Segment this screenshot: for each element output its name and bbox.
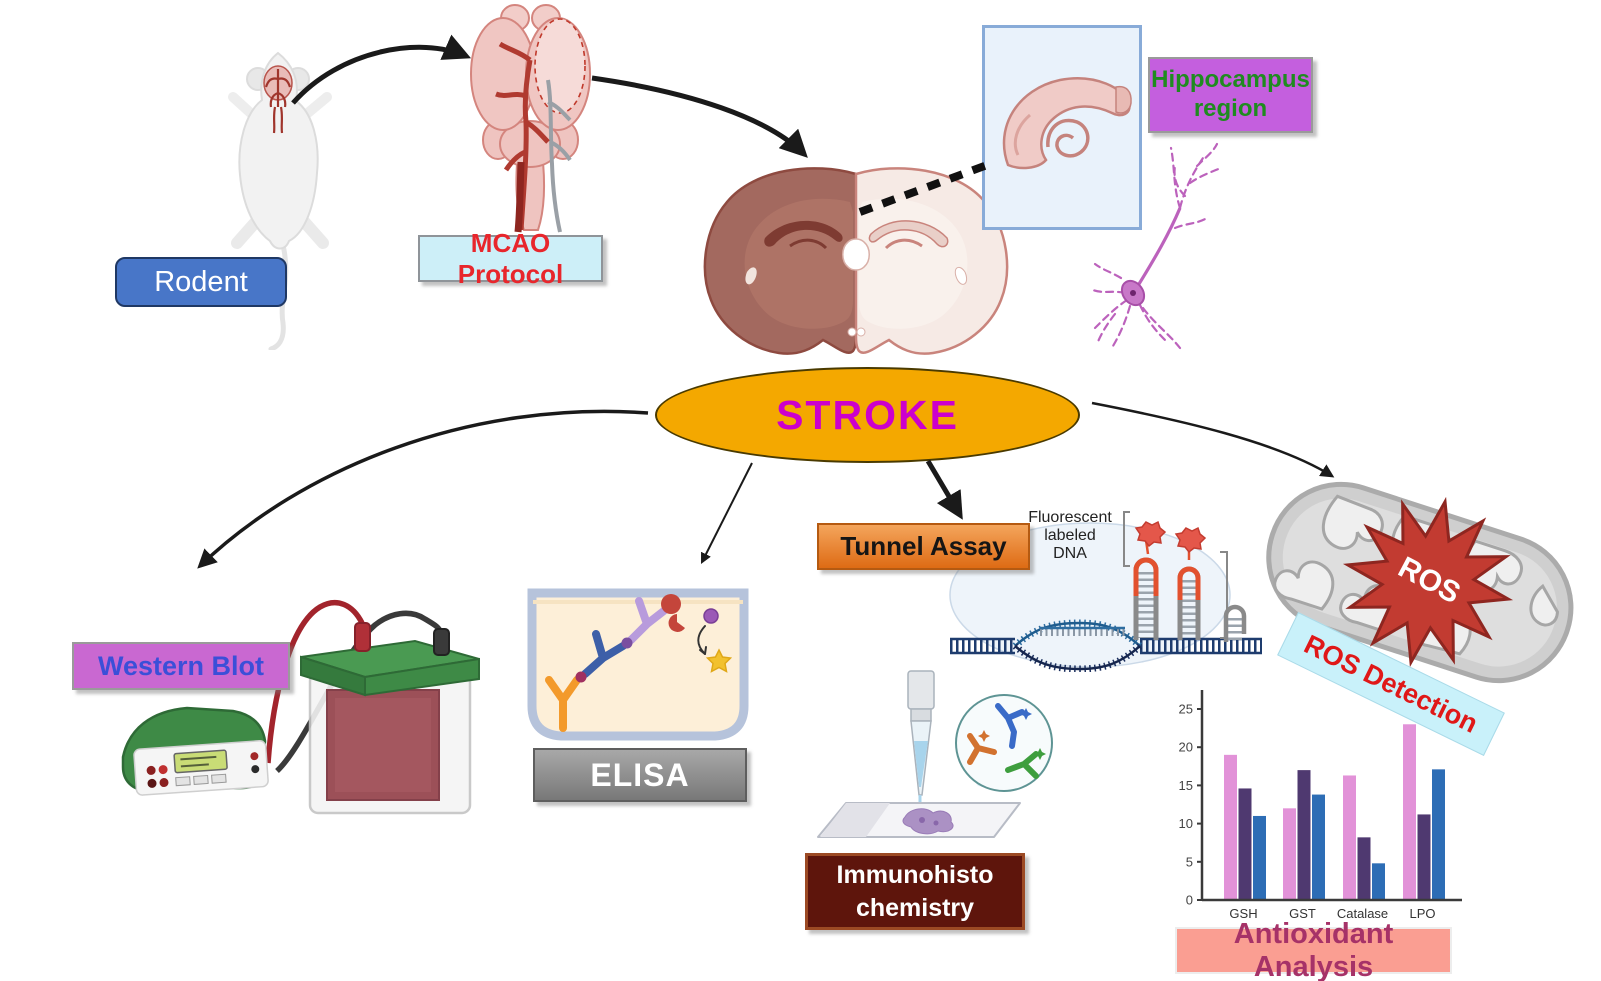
stroke-node: STROKE [655,367,1080,463]
x-tick-label: LPO [1409,906,1435,921]
bar-GST-blue [1312,794,1325,900]
slide-illustration [817,802,1021,838]
coronal-section-illustration [703,167,1009,355]
hippocampus-illustration [1002,77,1132,170]
y-tick-label: 5 [1186,854,1193,869]
x-tick-label: GST [1289,906,1316,921]
bar-GST-pink [1283,808,1296,900]
elisa-illustration [527,588,749,741]
antibody-circle-illustration [955,694,1053,792]
arrow-stroke-to-elisa [701,462,753,564]
elisa-label: ELISA [533,748,747,802]
bar-LPO-dark-purple [1417,814,1431,900]
y-tick-label: 25 [1179,702,1193,717]
mcao-protocol-label: MCAO Protocol [418,228,603,289]
rodent-label: Rodent [115,257,287,307]
hippocampus-region-label: Hippocampus region [1148,57,1313,133]
fluorescent-dna-caption: Fluorescent labeled DNA [1028,509,1112,562]
bar-GSH-blue [1253,815,1266,900]
y-tick-label: 15 [1179,778,1193,793]
bar-Catalase-dark-purple [1357,837,1371,900]
bar-GST-dark-purple [1297,770,1311,900]
bar-LPO-pink [1403,724,1416,900]
bar-Catalase-pink [1343,775,1356,900]
western-blot-label: Western Blot [72,642,290,690]
western-blot-illustration [121,600,480,815]
pipette-illustration [907,670,935,807]
antioxidant-chart: GSH GST Catalase LPO 0 5 10 15 20 25 [1179,690,1462,921]
arrow-stroke-to-westernblot [197,409,649,569]
bar-LPO-blue [1432,769,1445,900]
neuron-illustration [1091,142,1223,350]
y-tick-label: 10 [1179,816,1193,831]
tunnel-assay-label: Tunnel Assay [817,523,1030,570]
arrow-brain-to-coronal [591,75,808,158]
bar-Catalase-blue [1372,863,1385,900]
y-tick-label: 0 [1186,893,1193,908]
bar-GSH-pink [1224,754,1237,900]
x-tick-label: Catalase [1337,906,1388,921]
y-tick-label: 20 [1179,740,1193,755]
arrow-stroke-to-ros [1091,401,1335,478]
x-tick-label: GSH [1229,906,1257,921]
ros-star [1342,496,1514,668]
brain-topview-illustration [470,4,591,233]
bar-GSH-dark-purple [1238,788,1252,900]
antioxidant-analysis-label: Antioxidant Analysis [1175,918,1452,981]
